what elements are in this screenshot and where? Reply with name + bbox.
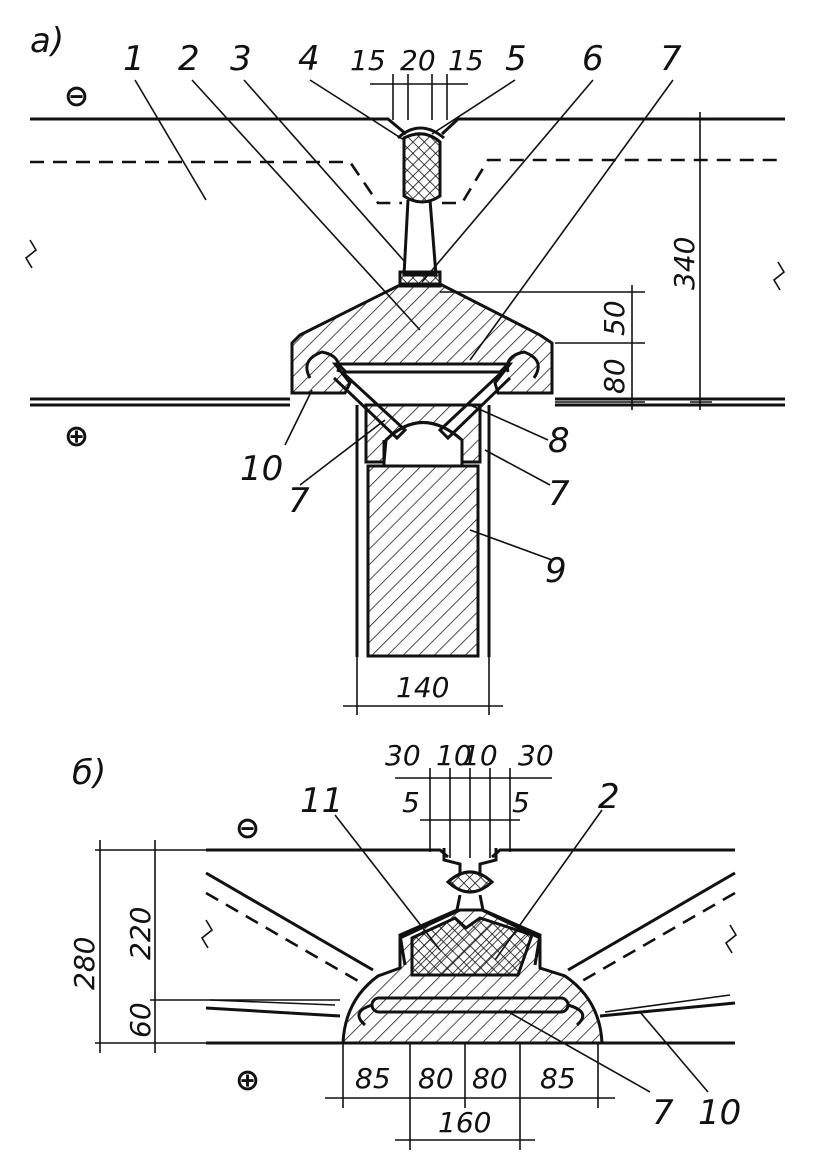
- callout-7-b: 7: [652, 1093, 674, 1133]
- dim-a-right-50: 50: [598, 300, 631, 336]
- callout-7-left: 7: [288, 481, 310, 521]
- plus-sign-b: ⊕: [235, 1063, 260, 1098]
- dim-b-bottom-85-left: 85: [355, 1062, 391, 1095]
- dim-b-left-280: 280: [68, 937, 101, 990]
- dim-b-top-30-left: 30: [385, 739, 421, 772]
- panel-b: б): [68, 739, 741, 1150]
- insert-11: [410, 916, 534, 977]
- dim-b-bottom-160: 160: [438, 1106, 491, 1139]
- panel-a: а): [24, 21, 786, 715]
- callout-1: 1: [123, 39, 145, 79]
- wall-panel-a: [355, 403, 491, 658]
- callout-5: 5: [505, 39, 527, 79]
- slab-outline-a: [24, 117, 786, 407]
- steel-plates-a: [305, 350, 540, 441]
- callout-3: 3: [230, 39, 252, 79]
- dim-b-bottom-85-right: 85: [540, 1062, 576, 1095]
- dims-top-a: [370, 74, 468, 120]
- dims-bottom-b: [325, 1043, 615, 1150]
- dim-b-top-5-right: 5: [512, 786, 530, 819]
- leaders-a: [134, 79, 674, 561]
- dim-a-top-1: 15: [350, 44, 386, 77]
- dims-right-a: [440, 112, 712, 410]
- dim-b-left-220: 220: [124, 907, 157, 960]
- minus-sign-b: ⊖: [235, 811, 260, 846]
- sealant-stem-a: [396, 126, 445, 288]
- panel-a-label: а): [30, 21, 64, 61]
- dim-b-bottom-80-a: 80: [418, 1062, 454, 1095]
- callout-9: 9: [545, 551, 567, 591]
- dims-top-b: [395, 768, 552, 858]
- callout-6: 6: [582, 39, 604, 79]
- dim-b-top-10-a: 10: [436, 739, 472, 772]
- callout-10: 10: [240, 449, 283, 489]
- minus-sign-a: ⊖: [64, 79, 89, 114]
- callout-2-b: 2: [598, 777, 620, 817]
- dim-a-top-2: 20: [400, 44, 436, 77]
- dim-a-right-80: 80: [598, 358, 631, 394]
- callout-7-top: 7: [660, 39, 682, 79]
- dim-a-top-3: 15: [448, 44, 484, 77]
- callout-11: 11: [300, 781, 343, 821]
- dim-b-left-60: 60: [124, 1002, 157, 1038]
- callout-10-b: 10: [698, 1093, 741, 1133]
- dim-b-bottom-80-b: 80: [472, 1062, 508, 1095]
- leaders-b: [334, 809, 709, 1093]
- dim-a-right-340: 340: [668, 237, 701, 290]
- callout-8: 8: [548, 421, 570, 461]
- panel-b-label: б): [72, 753, 106, 793]
- dim-b-top-10-b: 10: [462, 739, 498, 772]
- dims-bottom-a: [343, 657, 503, 715]
- callout-4: 4: [298, 39, 320, 79]
- dim-b-top-5-left: 5: [402, 786, 420, 819]
- dim-a-bottom-140: 140: [396, 671, 449, 704]
- dims-left-b: [95, 840, 340, 1053]
- callout-7-right: 7: [548, 474, 570, 514]
- steel-bar-b: [357, 996, 585, 1027]
- callout-2: 2: [178, 39, 200, 79]
- plus-sign-a: ⊕: [64, 419, 89, 454]
- dim-b-top-30-right: 30: [518, 739, 554, 772]
